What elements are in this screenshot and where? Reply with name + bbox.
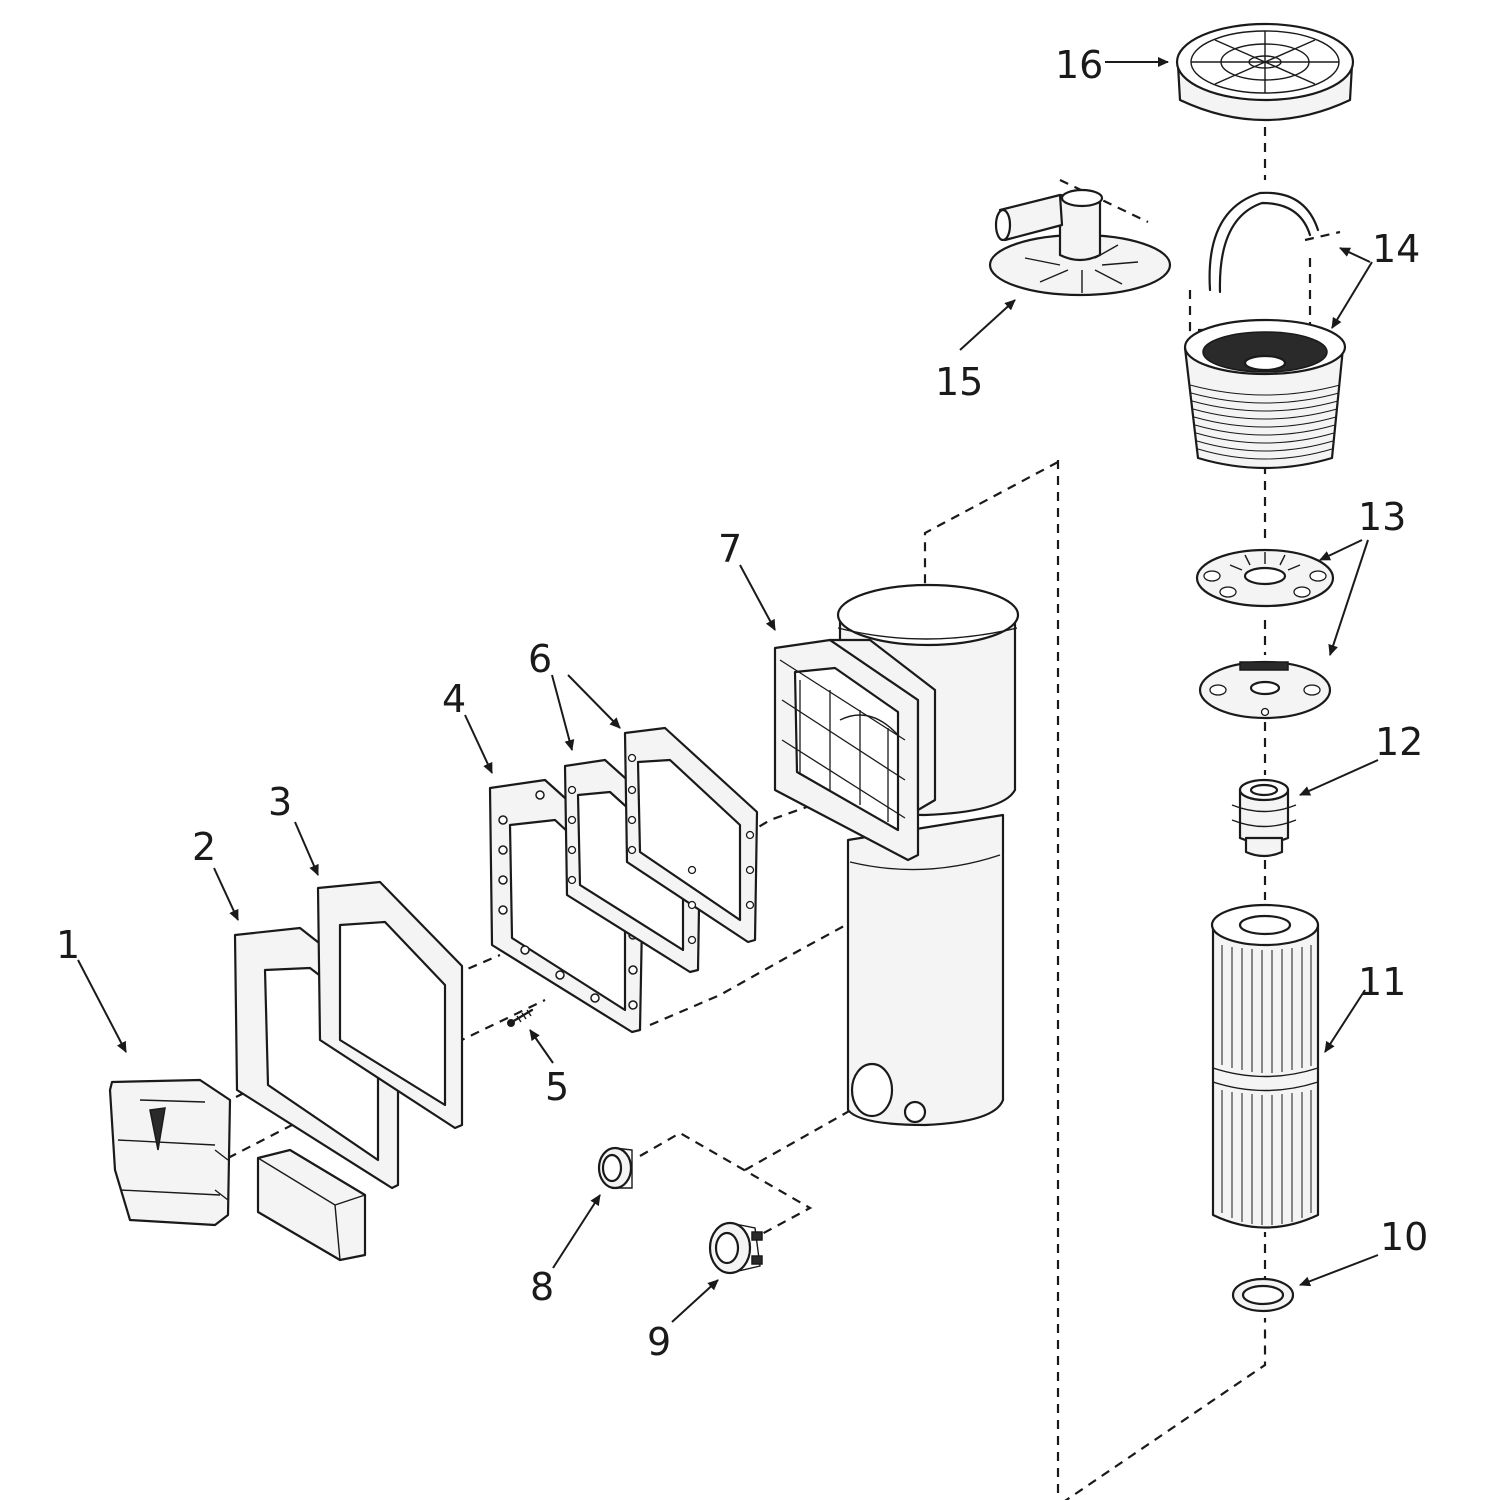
valve-fitting-part [1231, 778, 1297, 858]
callout-16: 16 [1055, 43, 1103, 87]
filter-cartridge-part [1210, 903, 1320, 1229]
callout-14: 14 [1372, 227, 1420, 271]
callout-7: 7 [718, 527, 742, 571]
gasket-frame-part [316, 880, 464, 1130]
skimmer-basket-part [1183, 191, 1347, 470]
callout-10: 10 [1380, 1215, 1428, 1259]
callout-5: 5 [545, 1065, 569, 1109]
callout-labels: 1 2 3 4 5 6 7 8 9 10 11 12 13 14 15 16 [56, 43, 1428, 1364]
callout-2: 2 [192, 825, 216, 869]
vacuum-plate-part [988, 188, 1172, 297]
callout-12: 12 [1375, 720, 1423, 764]
callout-1: 1 [56, 923, 80, 967]
weir-door-part [108, 1078, 232, 1227]
adapter-fitting-part [708, 1221, 763, 1275]
fitting-ring-part [597, 1146, 633, 1190]
o-ring-part [1231, 1277, 1295, 1313]
callout-8: 8 [530, 1265, 554, 1309]
screw-part [507, 1008, 534, 1027]
callout-13: 13 [1358, 495, 1406, 539]
skimmer-body-part [773, 583, 1020, 1127]
callout-15: 15 [935, 360, 983, 404]
callout-3: 3 [268, 780, 292, 824]
callout-11: 11 [1358, 960, 1406, 1004]
weir-float-block [256, 1148, 367, 1262]
callout-9: 9 [647, 1320, 671, 1364]
flow-discs-part [1195, 548, 1335, 720]
callout-6: 6 [528, 637, 552, 681]
assembly-guide-lines [227, 127, 1341, 1500]
gasket-pair-part [563, 726, 759, 974]
callout-arrows [77, 57, 1379, 1323]
skimmer-lid-part [1175, 22, 1355, 122]
callout-4: 4 [442, 677, 466, 721]
